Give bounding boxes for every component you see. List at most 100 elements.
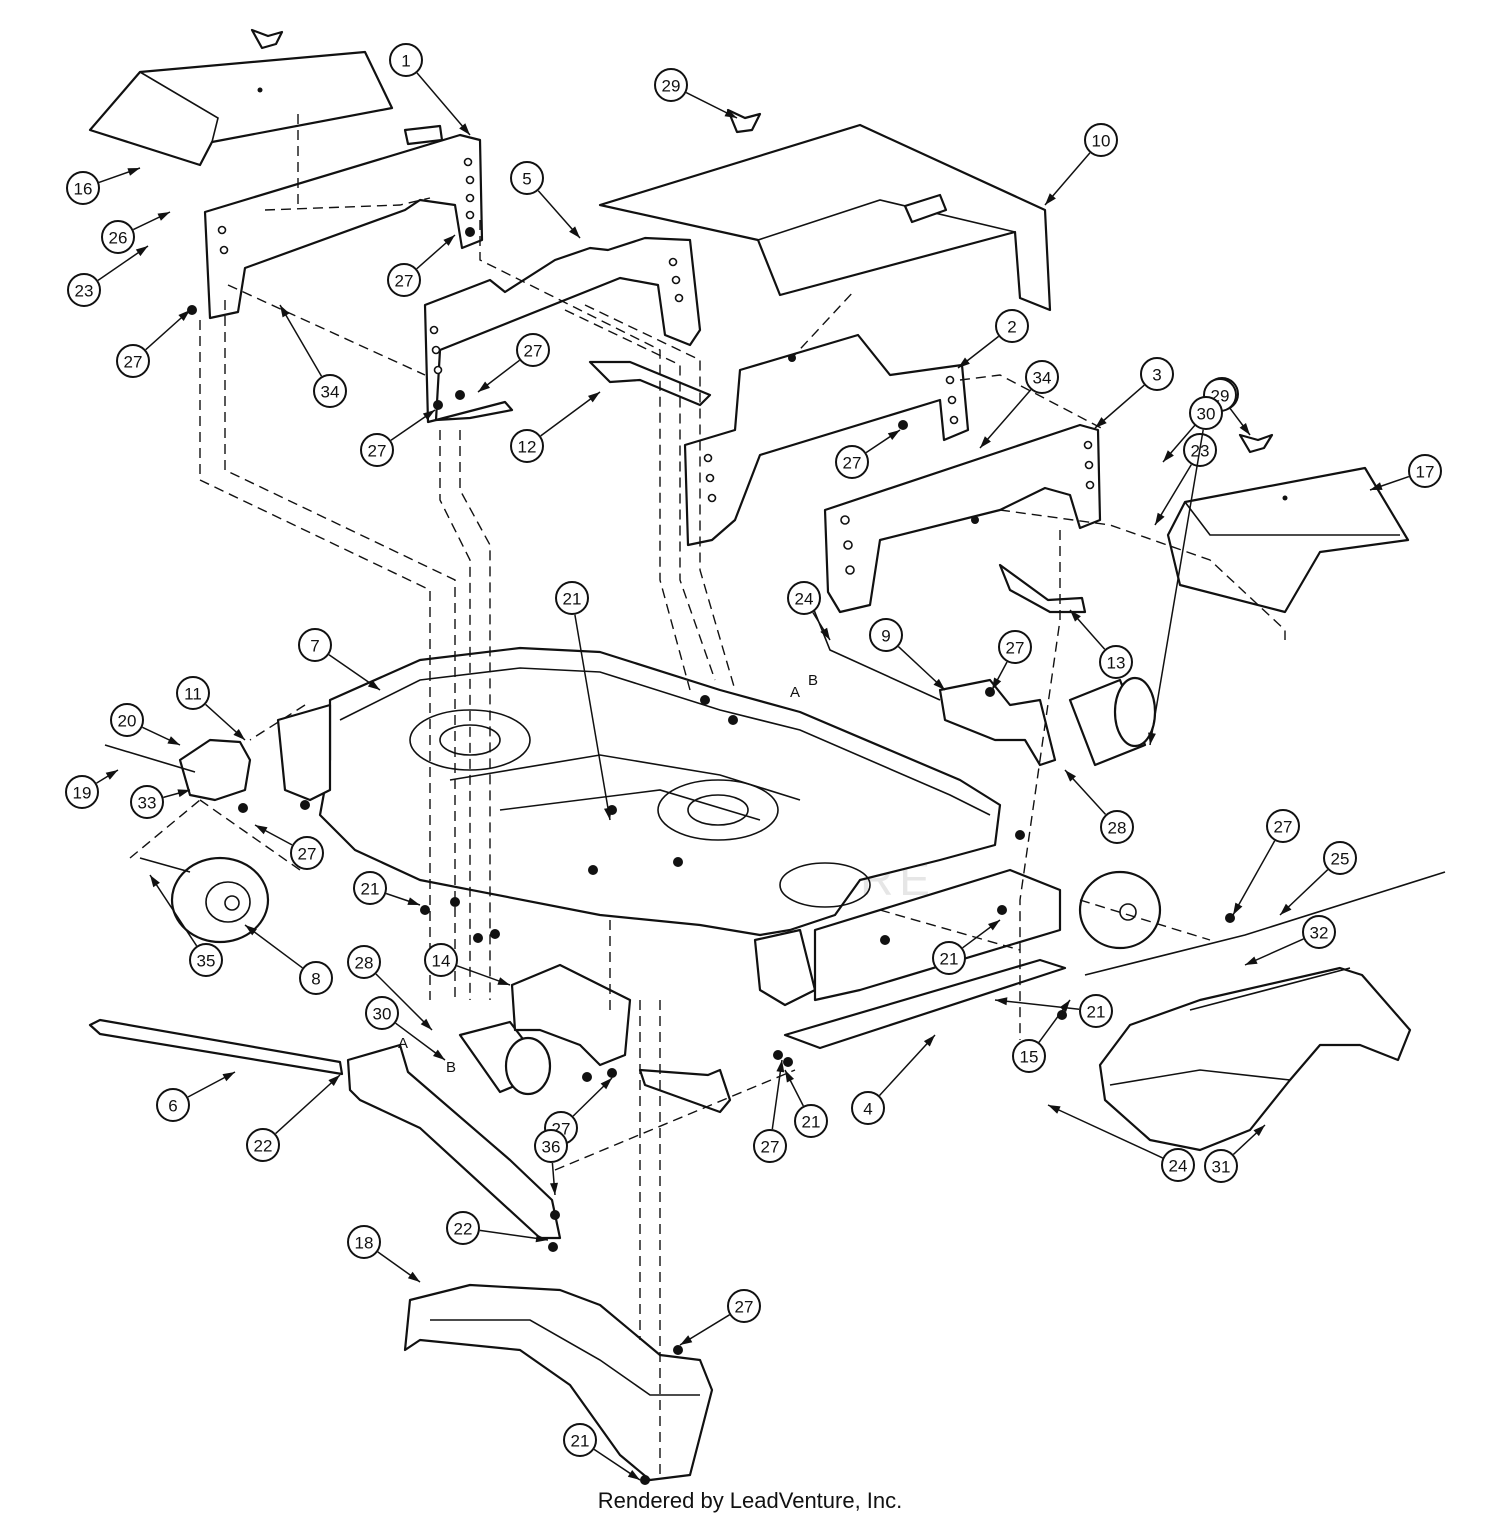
callout-circle xyxy=(67,273,101,307)
callout-circle xyxy=(389,43,423,77)
callout-number: 30 xyxy=(1197,405,1216,424)
callout-circle xyxy=(851,1091,885,1125)
callout-arrowhead xyxy=(588,392,600,403)
callout-circle xyxy=(869,618,903,652)
callout-arrowhead xyxy=(958,357,970,368)
assembly-guide-lines xyxy=(129,114,1286,1480)
callout-arrowhead xyxy=(407,1271,420,1282)
callout-arrowhead xyxy=(550,1182,558,1195)
front-hanger-arm xyxy=(346,1043,562,1240)
callout-circle xyxy=(347,1225,381,1259)
callout-32: 32 xyxy=(1244,915,1336,966)
left-gauge-wheel xyxy=(170,856,270,944)
ref-mark-b-right: B xyxy=(808,672,818,689)
callout-number: 25 xyxy=(1331,850,1350,869)
callout-circle xyxy=(347,945,381,979)
callout-number: 21 xyxy=(563,590,582,609)
callout-15: 15 xyxy=(1012,999,1071,1073)
callout-circle xyxy=(1323,841,1357,875)
callout-circle xyxy=(1266,809,1300,843)
callout-arrowhead xyxy=(1253,1125,1265,1137)
callout-arrowhead xyxy=(443,235,455,246)
callout-19: 19 xyxy=(65,769,119,809)
callout-number: 21 xyxy=(802,1113,821,1132)
callout-number: 22 xyxy=(454,1220,473,1239)
callout-arrowhead xyxy=(995,997,1008,1006)
callout-number: 27 xyxy=(1006,639,1025,658)
callout-circle xyxy=(156,1088,190,1122)
callout-arrowhead xyxy=(420,1018,432,1030)
callout-number: 21 xyxy=(940,950,959,969)
right-gauge-wheel xyxy=(1078,870,1162,950)
callout-arrowhead xyxy=(422,410,435,421)
callout-circle xyxy=(1189,396,1223,430)
callout-number: 33 xyxy=(138,794,157,813)
chute-rod xyxy=(1084,871,1446,976)
callout-30: 30 xyxy=(365,996,446,1061)
callout-arrowhead xyxy=(1163,450,1174,462)
front-link-rod xyxy=(638,1068,732,1114)
callout-arrowhead xyxy=(459,123,470,135)
callout-arrowhead xyxy=(1048,1105,1061,1114)
callout-number: 16 xyxy=(74,180,93,199)
render-credit: Rendered by LeadVenture, Inc. xyxy=(597,1488,903,1513)
callout-arrowhead xyxy=(600,1078,612,1090)
callout-circle xyxy=(189,943,223,977)
left-wheel-bracket xyxy=(178,738,252,802)
callout-leader xyxy=(416,72,471,136)
callout-circle xyxy=(835,445,869,479)
callout-arrowhead xyxy=(255,825,268,835)
callout-leader xyxy=(540,391,601,437)
callout-21: 21 xyxy=(563,1423,641,1481)
callout-5: 5 xyxy=(510,161,581,239)
right-plate xyxy=(998,563,1087,614)
callout-27: 27 xyxy=(753,1059,787,1163)
callout-arrowhead xyxy=(785,1070,794,1083)
callout-arrowhead xyxy=(1059,1000,1070,1012)
fasteners xyxy=(187,87,1288,1485)
part-callouts: 1234567891011121314151617181920212121212… xyxy=(65,43,1442,1481)
callout-27: 27 xyxy=(679,1289,761,1346)
callout-circle xyxy=(313,374,347,408)
callout-leader xyxy=(149,874,198,947)
callout-circle xyxy=(1100,810,1134,844)
callout-number: 2 xyxy=(1007,318,1016,337)
callout-arrowhead xyxy=(245,925,257,936)
callout-22: 22 xyxy=(246,1074,341,1162)
right-deck-flange xyxy=(753,928,817,1007)
callout-27: 27 xyxy=(1232,809,1300,916)
callout-arrowhead xyxy=(407,897,420,905)
callout-arrowhead xyxy=(478,381,490,392)
callout-arrowhead xyxy=(1065,770,1076,782)
callout-25: 25 xyxy=(1279,841,1357,916)
callout-number: 31 xyxy=(1212,1158,1231,1177)
callout-circle xyxy=(753,1129,787,1163)
callout-number: 28 xyxy=(1108,819,1127,838)
callout-leader xyxy=(574,614,611,821)
callout-circle xyxy=(995,309,1029,343)
callout-21: 21 xyxy=(784,1069,828,1138)
callout-number: 34 xyxy=(321,383,340,402)
callout-leader xyxy=(1232,840,1276,916)
callout-27: 27 xyxy=(477,333,550,393)
callout-2: 2 xyxy=(957,309,1029,369)
callout-circle xyxy=(353,871,387,905)
callout-number: 27 xyxy=(843,454,862,473)
right-side-plate xyxy=(813,868,1062,1002)
callout-number: 32 xyxy=(1310,924,1329,943)
callout-leader xyxy=(279,304,323,377)
left-deck-roller xyxy=(458,1020,552,1096)
callout-27: 27 xyxy=(254,824,324,870)
callout-arrowhead xyxy=(177,789,190,798)
callout-4: 4 xyxy=(851,1034,936,1125)
callout-arrowhead xyxy=(1045,193,1056,205)
callout-number: 21 xyxy=(361,880,380,899)
callout-number: 14 xyxy=(432,952,451,971)
callout-arrowhead xyxy=(604,807,612,820)
callout-leader xyxy=(375,973,433,1031)
ref-mark-a-left: A xyxy=(398,1035,408,1052)
callout-arrowhead xyxy=(1095,417,1107,428)
callout-arrowhead xyxy=(933,678,945,690)
callout-number: 27 xyxy=(395,272,414,291)
callout-circle xyxy=(290,836,324,870)
